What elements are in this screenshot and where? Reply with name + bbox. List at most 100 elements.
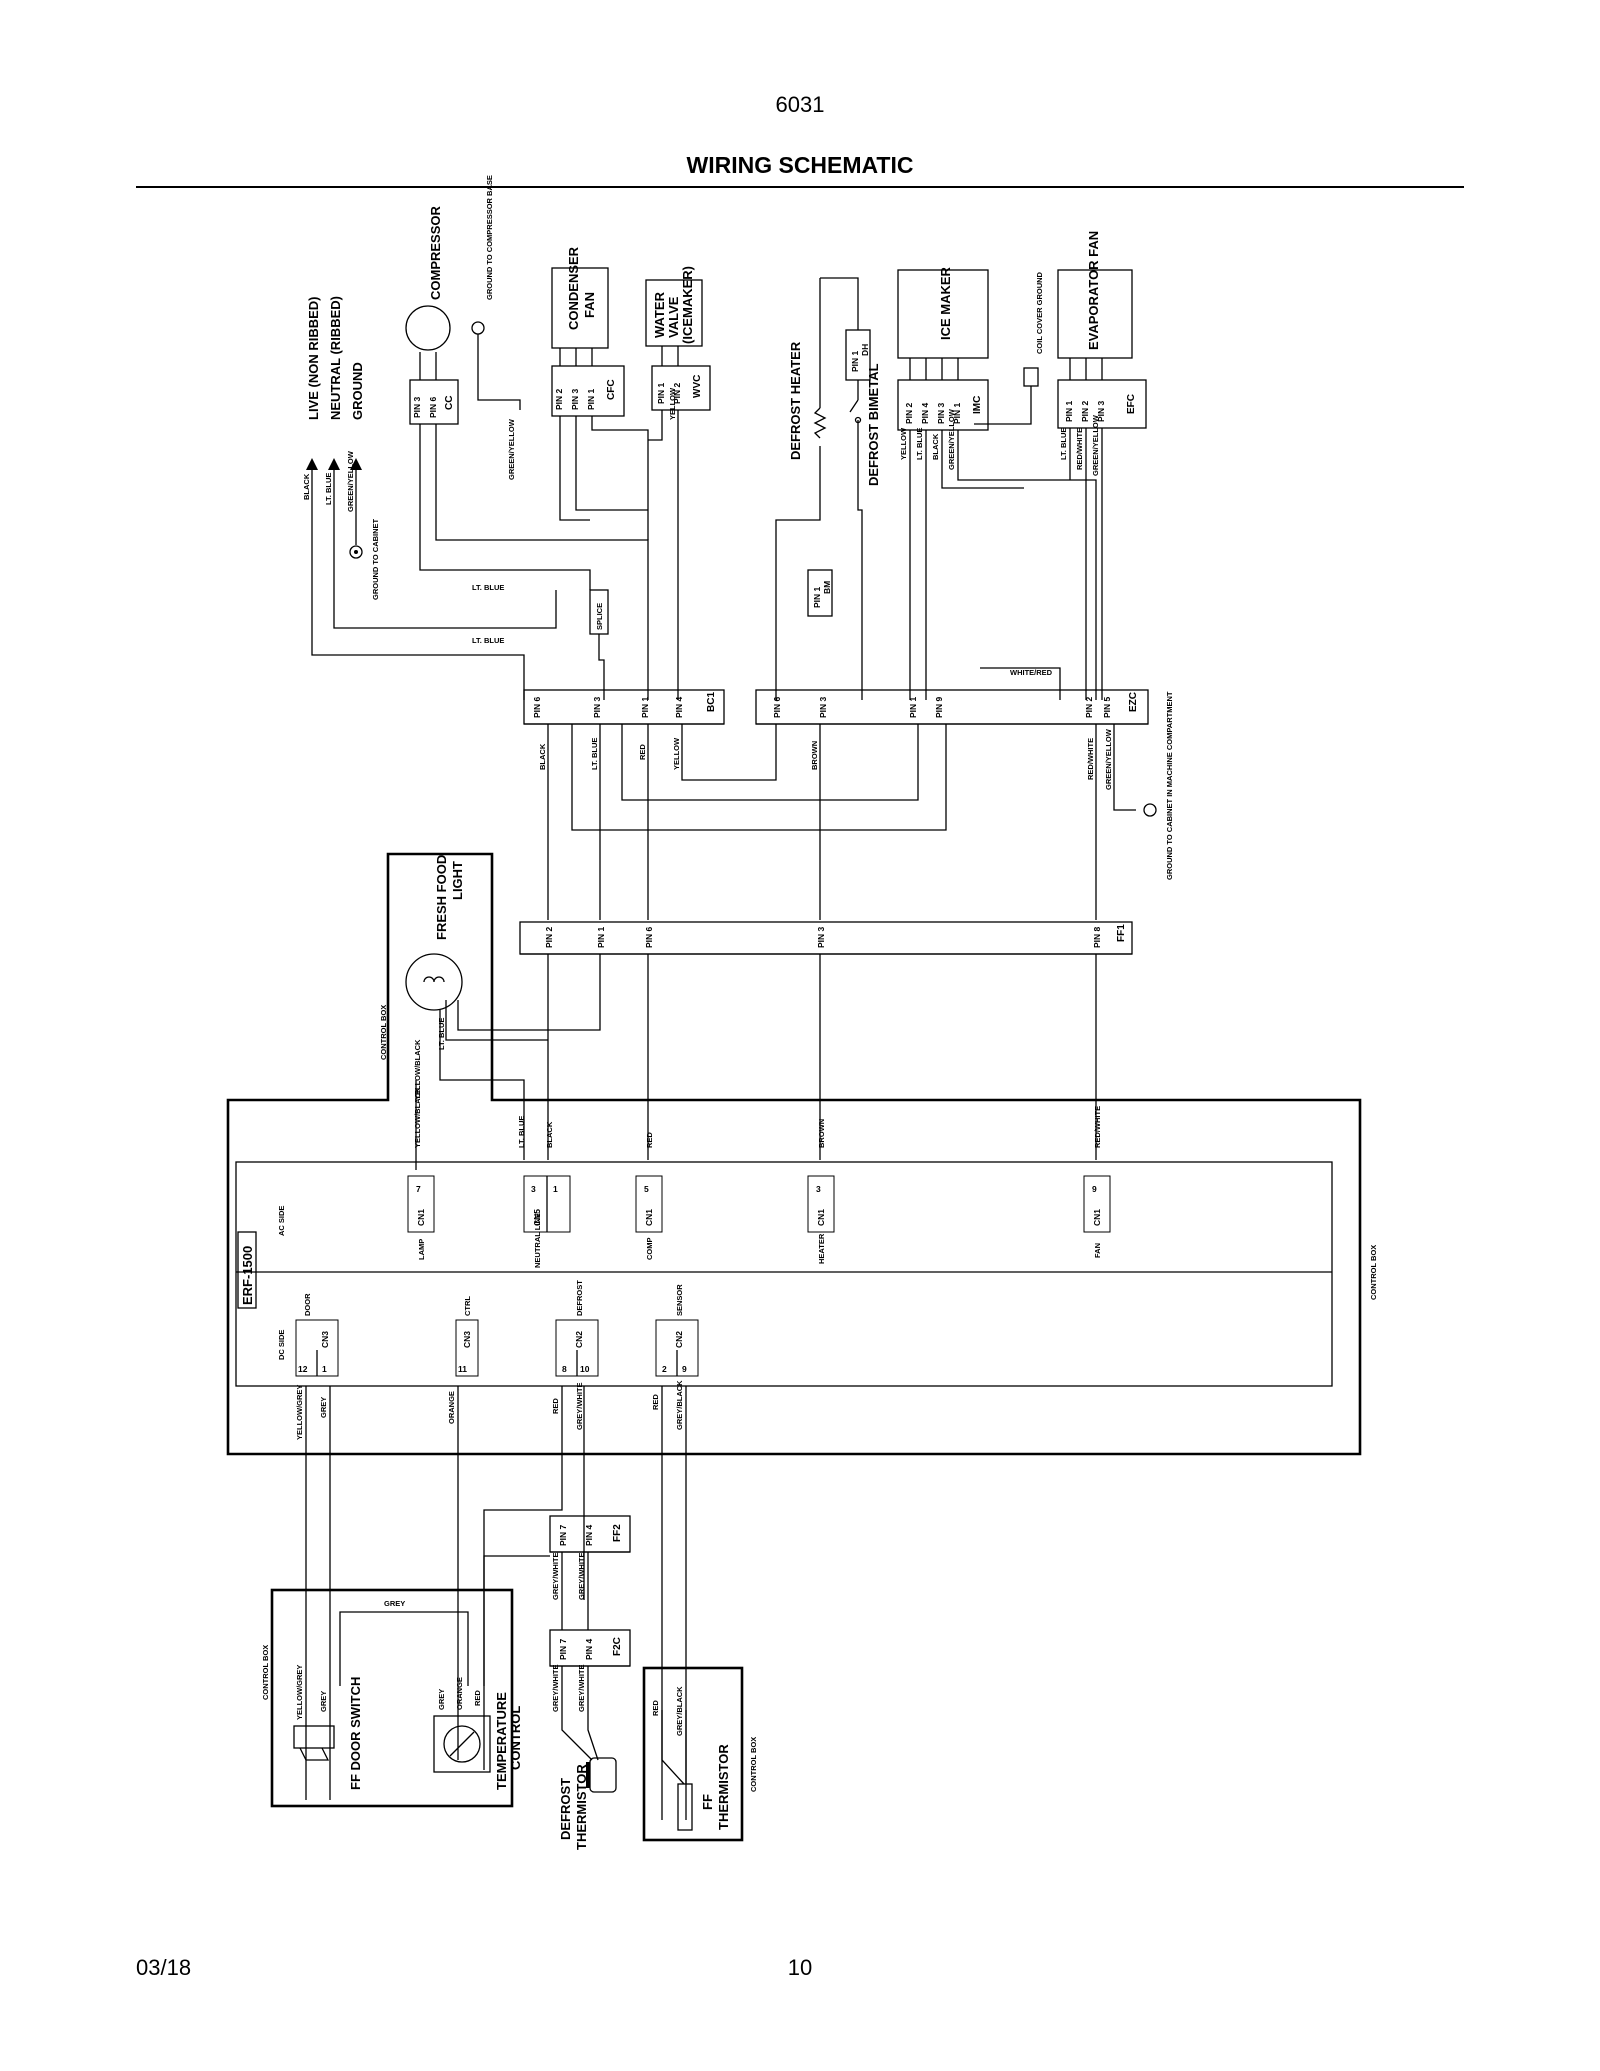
svg-text:YELLOW: YELLOW (672, 737, 681, 770)
ff2-connector: PIN 7 PIN 4 FF2 GREY/WHITE GREY/WHITE (549, 1515, 631, 1630)
evaporator-fan-box (1057, 269, 1133, 359)
svg-text:YELLOW/BLACK: YELLOW/BLACK (413, 1039, 422, 1100)
svg-text:NEUTRAL LINE: NEUTRAL LINE (533, 1213, 542, 1268)
svg-text:9: 9 (682, 1364, 687, 1374)
svg-text:CN5: CN5 (532, 1209, 542, 1226)
svg-text:LT. BLUE: LT. BLUE (472, 583, 504, 592)
fan-connector (1083, 1175, 1111, 1233)
svg-text:GREY/WHITE: GREY/WHITE (551, 1664, 560, 1712)
bc1-connector: PIN 6 PIN 3 PIN 1 PIN 4 BC1 (523, 689, 725, 725)
svg-text:PIN 3: PIN 3 (1096, 400, 1106, 422)
svg-text:PIN 1: PIN 1 (812, 586, 822, 608)
svg-text:YELLOW/GREY: YELLOW/GREY (295, 1665, 304, 1720)
svg-text:PIN 1: PIN 1 (1064, 400, 1074, 422)
svg-text:PIN 6: PIN 6 (772, 696, 782, 718)
svg-text:CONTROL BOX: CONTROL BOX (1369, 1245, 1378, 1300)
svg-text:PIN 3: PIN 3 (592, 696, 602, 718)
svg-text:PIN 3: PIN 3 (412, 396, 422, 418)
svg-text:PIN 6: PIN 6 (532, 696, 542, 718)
svg-text:PIN 3: PIN 3 (570, 388, 580, 410)
svg-text:IMC: IMC (972, 396, 983, 414)
ice-maker: ICE MAKER PIN 2 PIN 4 PIN 3 PIN 1 IMC YE… (897, 266, 1097, 700)
imc-connector (897, 379, 989, 431)
wire-color-lt-blue: LT. BLUE (324, 473, 333, 505)
coil-cover-ground: COIL COVER GROUND (974, 271, 1044, 425)
svg-text:EFC: EFC (1126, 394, 1137, 414)
live-label: LIVE (NON RIBBED) (306, 297, 321, 421)
svg-text:HEATER: HEATER (817, 1233, 826, 1264)
svg-text:1: 1 (553, 1184, 558, 1194)
svg-text:PIN 7: PIN 7 (558, 1638, 568, 1660)
main-control-box: CONTROL BOX CONTROL BOX YELLOW/BLACK LT.… (226, 852, 1378, 1456)
svg-text:ORANGE: ORANGE (455, 1677, 464, 1710)
heater-connector (807, 1175, 835, 1233)
svg-text:GREY: GREY (319, 1397, 328, 1418)
svg-text:3: 3 (816, 1184, 821, 1194)
svg-text:CN2: CN2 (574, 1331, 584, 1348)
comp-connector (635, 1175, 663, 1233)
svg-text:PIN 1: PIN 1 (850, 350, 860, 372)
svg-text:7: 7 (416, 1184, 421, 1194)
svg-text:CONTROL BOX: CONTROL BOX (379, 1005, 388, 1060)
svg-text:ORANGE: ORANGE (447, 1391, 456, 1424)
svg-text:RED/WHITE: RED/WHITE (1075, 428, 1084, 470)
svg-text:PIN 1: PIN 1 (952, 402, 962, 424)
svg-text:BLACK: BLACK (545, 1121, 554, 1148)
svg-text:DH: DH (860, 344, 870, 356)
svg-text:CONTROL BOX: CONTROL BOX (749, 1737, 758, 1792)
svg-text:PIN 2: PIN 2 (672, 382, 682, 404)
defrost-thermistor: DEFROST THERMISTOR (558, 1757, 617, 1850)
svg-text:PIN 4: PIN 4 (920, 402, 930, 424)
svg-text:FF1: FF1 (1116, 924, 1127, 942)
ground-label: GROUND (350, 362, 365, 420)
svg-text:PIN 6: PIN 6 (644, 926, 654, 948)
svg-text:CN3: CN3 (320, 1331, 330, 1348)
svg-text:GREY: GREY (319, 1691, 328, 1712)
ground-cabinet-label: GROUND TO CABINET (371, 518, 380, 600)
svg-text:GREY/WHITE: GREY/WHITE (577, 1664, 586, 1712)
svg-text:RED: RED (651, 1394, 660, 1410)
svg-text:RED: RED (645, 1132, 654, 1148)
svg-text:BM: BM (822, 581, 832, 594)
svg-text:WHITE/RED: WHITE/RED (1010, 668, 1053, 677)
evaporator-fan: EVAPORATOR FAN PIN 1 PIN 2 PIN 3 EFC LT.… (980, 231, 1147, 700)
page-number: 10 (787, 1955, 813, 1980)
svg-text:GREY/WHITE: GREY/WHITE (551, 1552, 560, 1600)
svg-text:RED: RED (638, 744, 647, 760)
ctrl-connector (455, 1319, 479, 1377)
svg-text:10: 10 (580, 1364, 590, 1374)
svg-text:PIN 5: PIN 5 (1102, 696, 1112, 718)
svg-text:LT. BLUE: LT. BLUE (915, 428, 924, 460)
evaporator-fan-label: EVAPORATOR FAN (1086, 231, 1101, 350)
svg-text:LAMP: LAMP (417, 1239, 426, 1260)
svg-text:DOOR: DOOR (303, 1293, 312, 1316)
svg-text:RED/WHITE: RED/WHITE (1093, 1106, 1102, 1148)
ground-lug-icon (349, 545, 363, 559)
coil-cover-ground-label: COIL COVER GROUND (1035, 271, 1044, 354)
svg-text:COMP: COMP (645, 1238, 654, 1261)
compressor-label: COMPRESSOR (428, 205, 443, 300)
ground-compressor-label: GROUND TO COMPRESSOR BASE (485, 175, 494, 300)
svg-text:PIN 1: PIN 1 (640, 696, 650, 718)
ff-thermistor-icon (677, 1783, 693, 1831)
footer-date: 03/18 (136, 1955, 192, 1980)
cfc-connector (551, 365, 625, 417)
svg-text:RED: RED (473, 1690, 482, 1706)
wire-color-green-yellow: GREEN/YELLOW (346, 450, 355, 512)
svg-text:EZC: EZC (1128, 692, 1139, 712)
svg-text:PIN 3: PIN 3 (816, 926, 826, 948)
svg-text:3: 3 (531, 1184, 536, 1194)
svg-text:(ICEMAKER): (ICEMAKER) (680, 266, 695, 344)
svg-text:GREY/BLACK: GREY/BLACK (675, 1686, 684, 1736)
svg-text:LT. BLUE: LT. BLUE (590, 738, 599, 770)
svg-text:CN1: CN1 (816, 1209, 826, 1226)
svg-text:PIN 4: PIN 4 (584, 1524, 594, 1546)
svg-text:FAN: FAN (1093, 1243, 1102, 1258)
door-switch-control-box: CONTROL BOX GREY FF DOOR SWITCH YELLOW/G… (261, 1555, 550, 1808)
defrost-heater-bimetal: PIN 1 DH DEFROST HEATER DEFROST BIMETAL … (775, 277, 881, 700)
condenser-fan: CONDENSER FAN PIN 2 PIN 3 PIN 1 CFC (551, 246, 649, 540)
svg-text:FF: FF (700, 1794, 715, 1810)
ff-thermistor-control-box: CONTROL BOX RED GREY/BLACK FF THERMISTOR (642, 1666, 758, 1842)
ac-side-label: AC SIDE (277, 1206, 286, 1236)
